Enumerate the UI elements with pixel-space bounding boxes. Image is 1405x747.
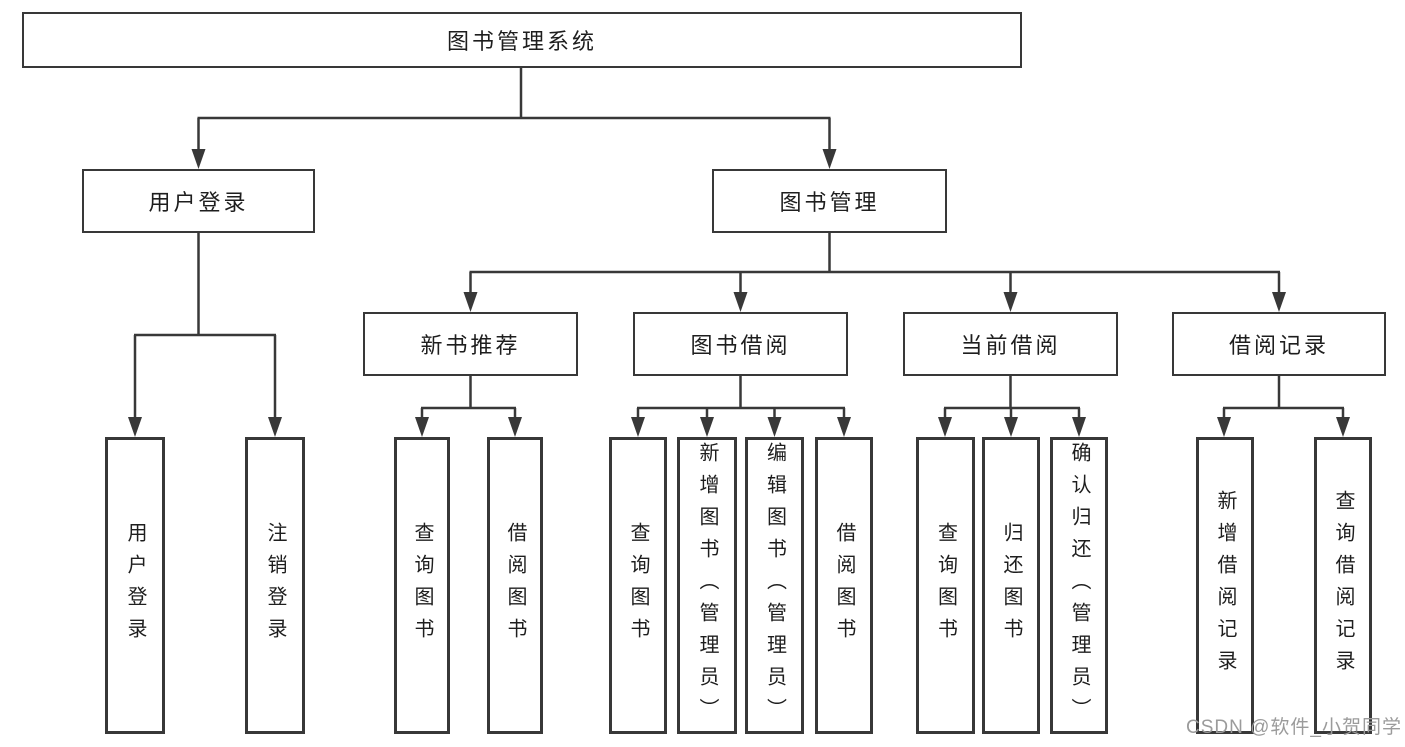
leaf-add-borrow-record: 新增借阅记录 [1196, 437, 1254, 734]
leaf-query-borrow-record: 查询借阅记录 [1314, 437, 1372, 734]
connector-new-book-recommend-to-leaves [415, 376, 522, 437]
leaf-user-login: 用户登录 [105, 437, 165, 734]
connector-root-to-level2 [191, 68, 837, 169]
node-book-management: 图书管理 [712, 169, 947, 233]
connector-book-management-to-level3 [463, 233, 1286, 312]
connector-user-login-to-leaves [128, 233, 282, 437]
leaf-borrow-books: 借阅图书 [815, 437, 873, 734]
leaf-query-books-current: 查询图书 [916, 437, 975, 734]
leaf-edit-book-admin: 编辑图书（管理员） [745, 437, 804, 734]
leaf-borrow-books-recommend: 借阅图书 [487, 437, 543, 734]
leaf-add-book-admin: 新增图书（管理员） [677, 437, 737, 734]
leaf-logout: 注销登录 [245, 437, 305, 734]
node-user-login: 用户登录 [82, 169, 315, 233]
node-book-borrow: 图书借阅 [633, 312, 848, 376]
node-new-book-recommend: 新书推荐 [363, 312, 578, 376]
leaf-query-books-recommend: 查询图书 [394, 437, 450, 734]
connector-borrow-record-to-leaves [1217, 376, 1350, 437]
csdn-watermark: CSDN @软件_小贺同学 [1186, 717, 1402, 738]
leaf-confirm-return-admin: 确认归还（管理员） [1050, 437, 1108, 734]
node-current-borrow: 当前借阅 [903, 312, 1118, 376]
connector-current-borrow-to-leaves [938, 376, 1086, 437]
leaf-return-books: 归还图书 [982, 437, 1040, 734]
leaf-query-books-borrow: 查询图书 [609, 437, 667, 734]
node-library-management-system: 图书管理系统 [22, 12, 1022, 68]
connector-book-borrow-to-leaves [631, 376, 851, 437]
node-borrow-record: 借阅记录 [1172, 312, 1386, 376]
